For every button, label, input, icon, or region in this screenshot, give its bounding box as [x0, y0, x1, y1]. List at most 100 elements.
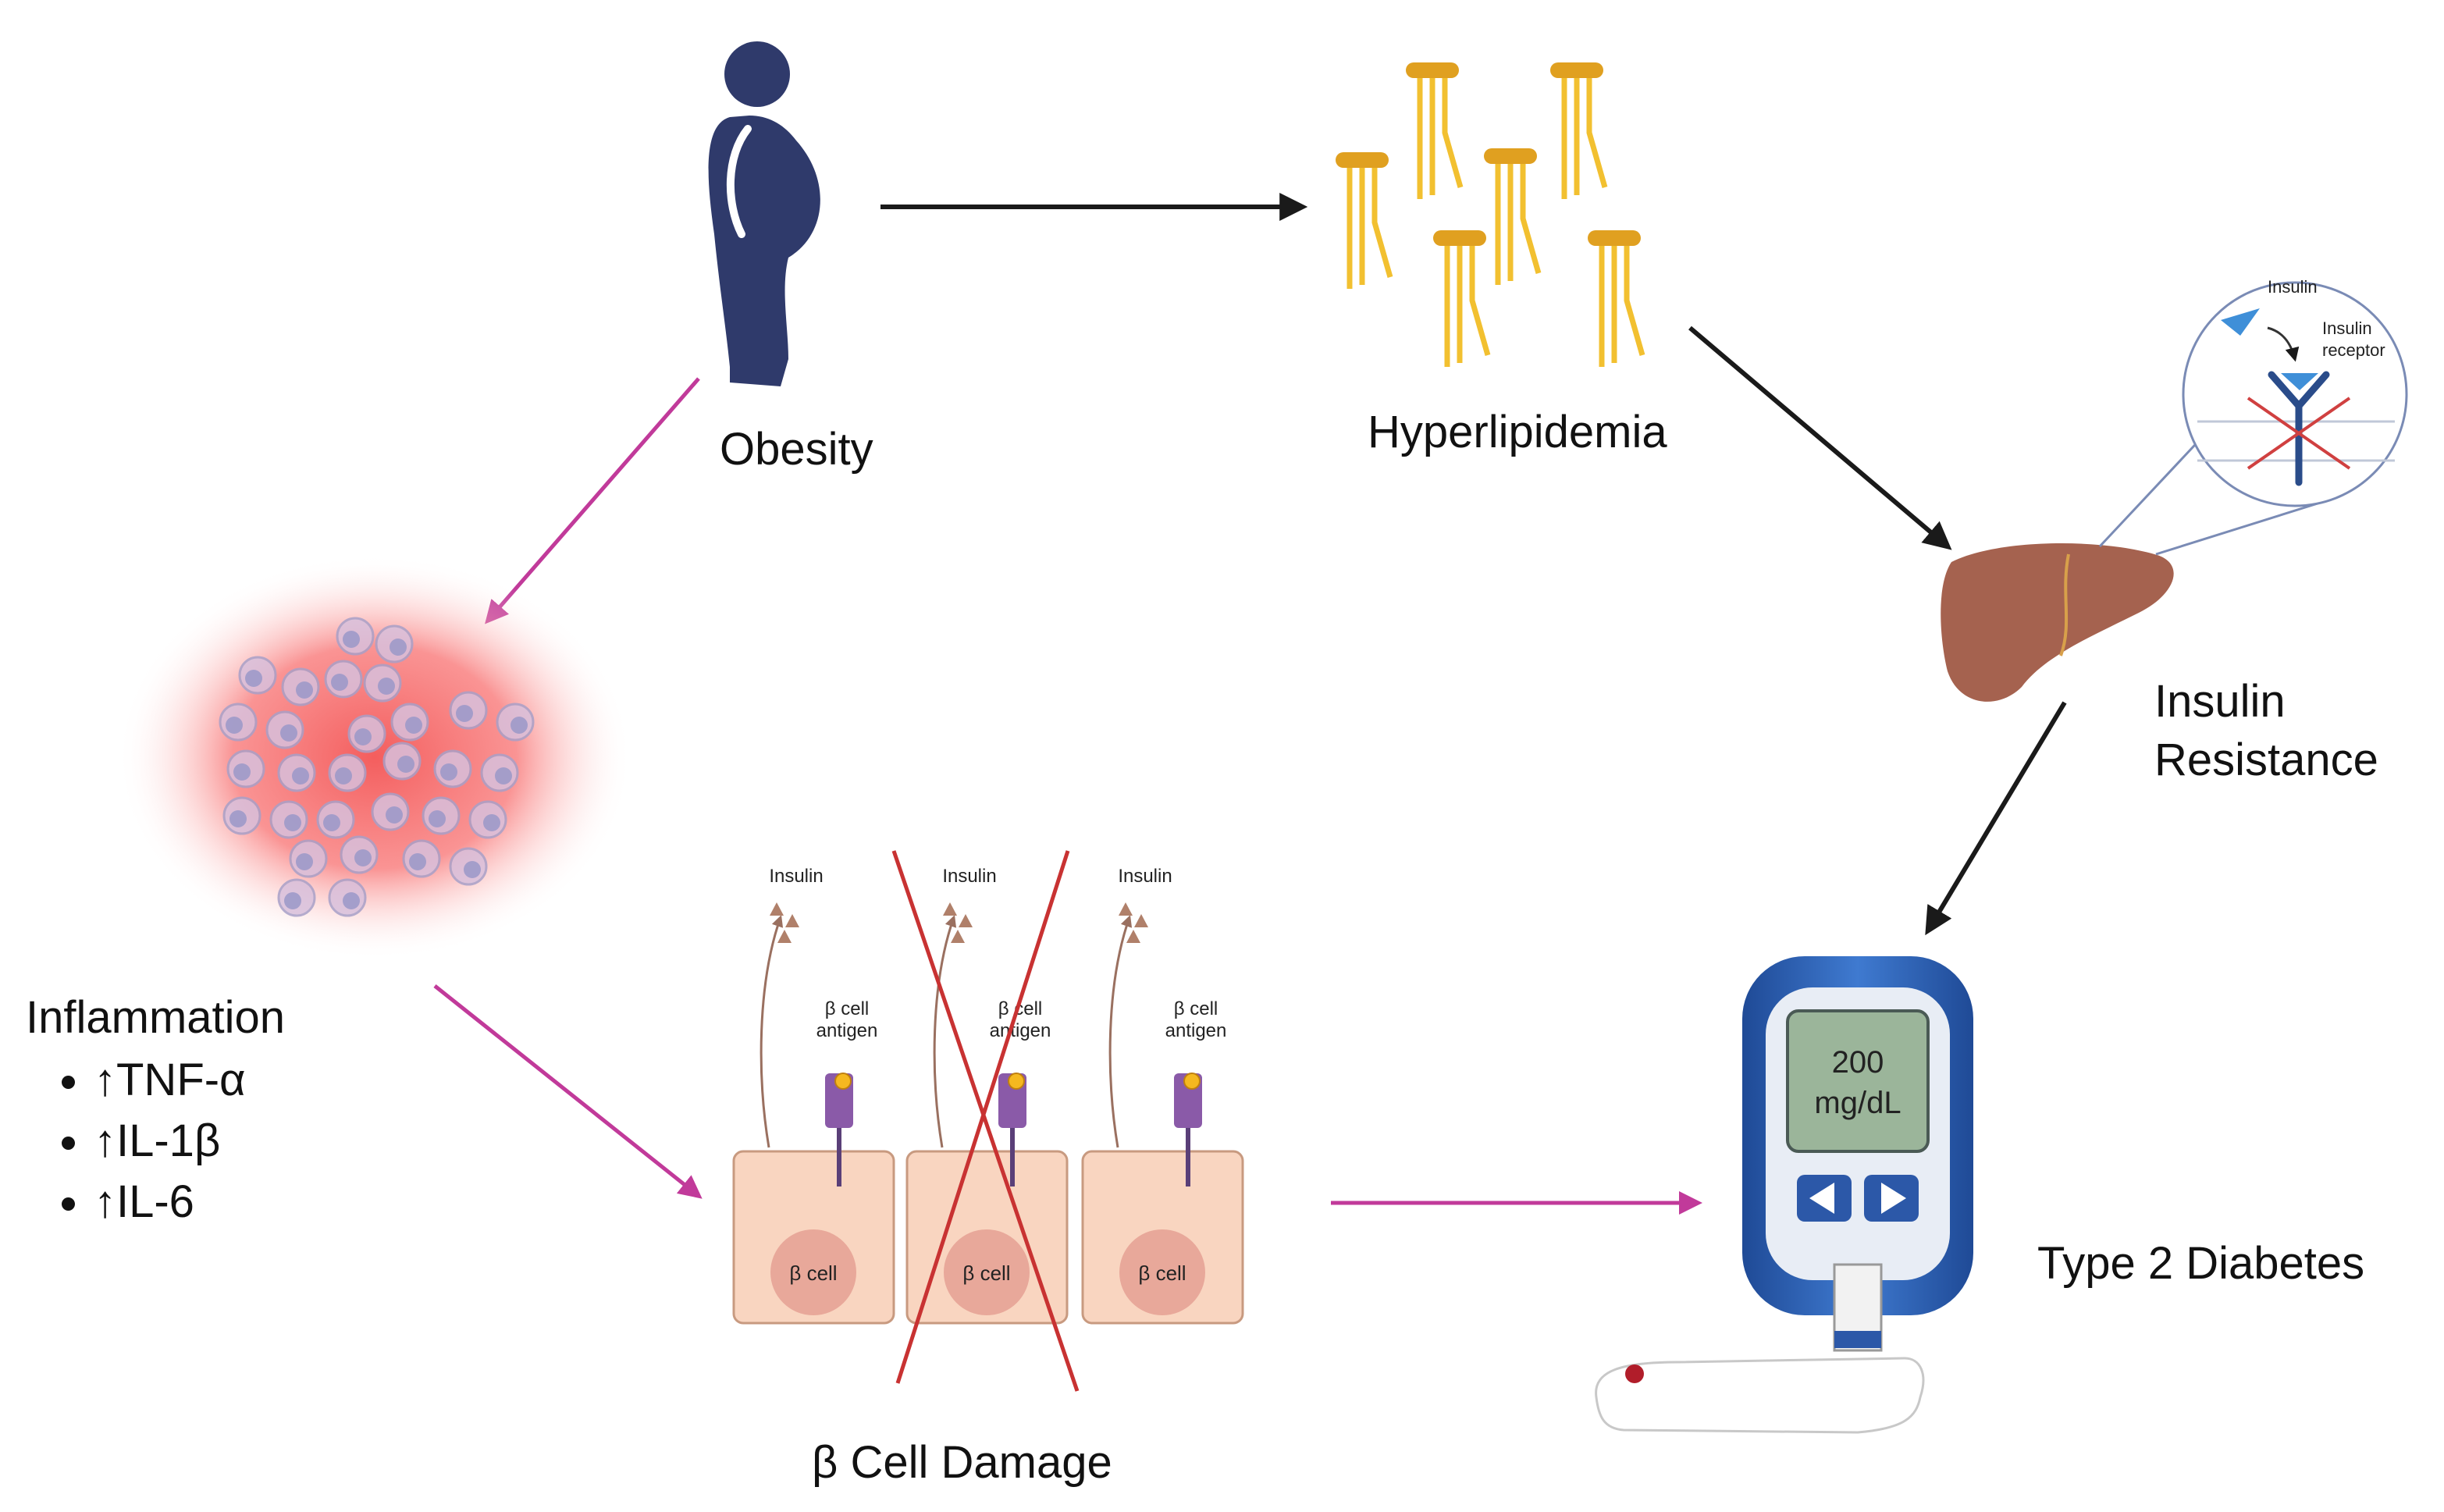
arrow-hyperlipidemia-to-insulin-resistance	[1688, 326, 1952, 550]
insulin-granule-icon	[1119, 902, 1133, 916]
immune-cell-icon	[422, 796, 461, 835]
lipid-molecule-icon	[1433, 230, 1491, 367]
inset-insulin-label: Insulin	[2268, 277, 2318, 297]
insulin-secretion-arrow	[1108, 915, 1133, 1148]
inflammation-label: Inflammation	[26, 992, 286, 1043]
insulin-granule-icon	[959, 914, 973, 927]
immune-cell-icon	[222, 796, 261, 835]
immune-cell-icon	[371, 792, 410, 831]
blocked-insulin-icon	[2281, 373, 2318, 390]
blood-drop-icon	[1625, 1364, 1644, 1383]
insulin-resistance-label-line1: Insulin	[2154, 676, 2286, 727]
curved-arrow-icon	[2267, 326, 2300, 362]
marker-il-1beta: ↑IL-1β	[94, 1111, 246, 1172]
inset-receptor-label: receptor	[2322, 340, 2385, 360]
immune-cell-icon	[336, 617, 375, 656]
beta-cell-nucleus	[1119, 1229, 1205, 1315]
immune-cell-icon	[449, 847, 488, 886]
finger-icon	[1595, 1357, 1925, 1434]
antigen-label: β cell	[825, 998, 869, 1019]
immune-cell-icon	[328, 878, 367, 917]
obesity-label: Obesity	[720, 424, 873, 475]
immune-cell-icon	[324, 660, 363, 699]
beta-cell-nucleus-label: β cell	[962, 1261, 1010, 1285]
insulin-granule-icon	[770, 902, 784, 916]
antigen-label: antigen	[990, 1020, 1051, 1041]
insulin-secretion-arrow	[933, 915, 957, 1148]
glucometer-unit: mg/dL	[1814, 1086, 1901, 1120]
immune-cell-icon	[219, 703, 258, 742]
insulin-granule-icon	[1126, 930, 1140, 943]
arrow-insulin-resistance-to-diabetes	[1925, 701, 2067, 936]
inflammation-marker-list: ↑TNF-α ↑IL-1β ↑IL-6	[47, 1050, 246, 1233]
immune-cell-icon	[340, 835, 379, 874]
red-x-icon	[2247, 397, 2351, 470]
immune-cell-icon	[238, 656, 277, 695]
insulin-granule-icon	[785, 914, 799, 927]
glucometer-reading: 200	[1832, 1045, 1884, 1080]
insulin-granule-icon	[951, 930, 965, 943]
lipid-molecule-icon	[1484, 148, 1542, 285]
immune-cell-icon	[316, 800, 355, 839]
beta-cell-nucleus-label: β cell	[1138, 1261, 1186, 1285]
type2-diabetes-label: Type 2 Diabetes	[2037, 1238, 2365, 1289]
insulin-granule-icon	[943, 902, 957, 916]
arrow-obesity-to-inflammation	[485, 377, 700, 624]
immune-cell-icon	[277, 878, 316, 917]
lipid-molecule-icon	[1336, 152, 1393, 289]
lipid-molecule-icon	[1406, 62, 1464, 199]
immune-cell-icon	[433, 749, 472, 788]
insulin-receptor-inset: Insulin Insulin receptor	[2182, 277, 2408, 507]
antigen-label: antigen	[816, 1020, 878, 1041]
inset-connector-line	[2155, 498, 2331, 556]
immune-cell-icon	[496, 703, 535, 742]
insulin-granule-icon	[777, 930, 792, 943]
insulin-label: Insulin	[769, 866, 823, 887]
inflammation-cells-icon	[117, 554, 632, 960]
immune-cell-icon	[402, 839, 441, 878]
immune-cell-icon	[382, 742, 422, 781]
immune-cell-icon	[480, 753, 519, 792]
immune-cell-icon	[390, 703, 429, 742]
insulin-secretion-arrow	[760, 915, 784, 1148]
immune-cell-icon	[328, 753, 367, 792]
immune-cell-icon	[269, 800, 308, 839]
immune-cell-icon	[289, 839, 328, 878]
insulin-triangle-icon	[2221, 308, 2260, 336]
marker-il-6: ↑IL-6	[94, 1172, 246, 1233]
beta-cell-nucleus	[770, 1229, 856, 1315]
immune-cell-icon	[468, 800, 507, 839]
liver-icon	[1941, 543, 2174, 702]
immune-cell-icon	[375, 624, 414, 664]
right-arrow-icon	[1881, 1183, 1906, 1214]
immune-cell-icon	[265, 710, 304, 749]
lipid-molecule-icon	[1588, 230, 1645, 367]
insulin-label: Insulin	[1118, 866, 1172, 887]
immune-cell-icon	[363, 664, 402, 703]
beta-cell-damage-label: β Cell Damage	[812, 1437, 1112, 1488]
insulin-granule-icon	[1134, 914, 1148, 927]
obesity-person-icon	[708, 41, 820, 386]
arrow-inflammation-to-beta-cell-damage	[433, 984, 703, 1199]
beta-cell-nucleus-label: β cell	[789, 1261, 837, 1285]
lipid-molecule-icon	[1550, 62, 1608, 199]
inset-receptor-label: Insulin	[2322, 318, 2372, 338]
left-arrow-icon	[1809, 1183, 1834, 1214]
insulin-label: Insulin	[942, 866, 996, 887]
glucometer-screen	[1786, 1009, 1930, 1153]
immune-cell-icon	[277, 753, 316, 792]
immune-cell-icon	[449, 691, 488, 730]
hyperlipidemia-label: Hyperlipidemia	[1368, 407, 1667, 457]
insulin-resistance-label-line2: Resistance	[2154, 735, 2378, 785]
marker-tnf-alpha: ↑TNF-α	[94, 1050, 246, 1111]
insulin-receptor-icon	[2268, 371, 2330, 486]
lipid-molecules-icon	[1336, 62, 1645, 367]
antigen-label: β cell	[1174, 998, 1218, 1019]
immune-cell-icon	[226, 749, 265, 788]
glucometer-icon: 200 mg/dL	[1595, 956, 1973, 1434]
